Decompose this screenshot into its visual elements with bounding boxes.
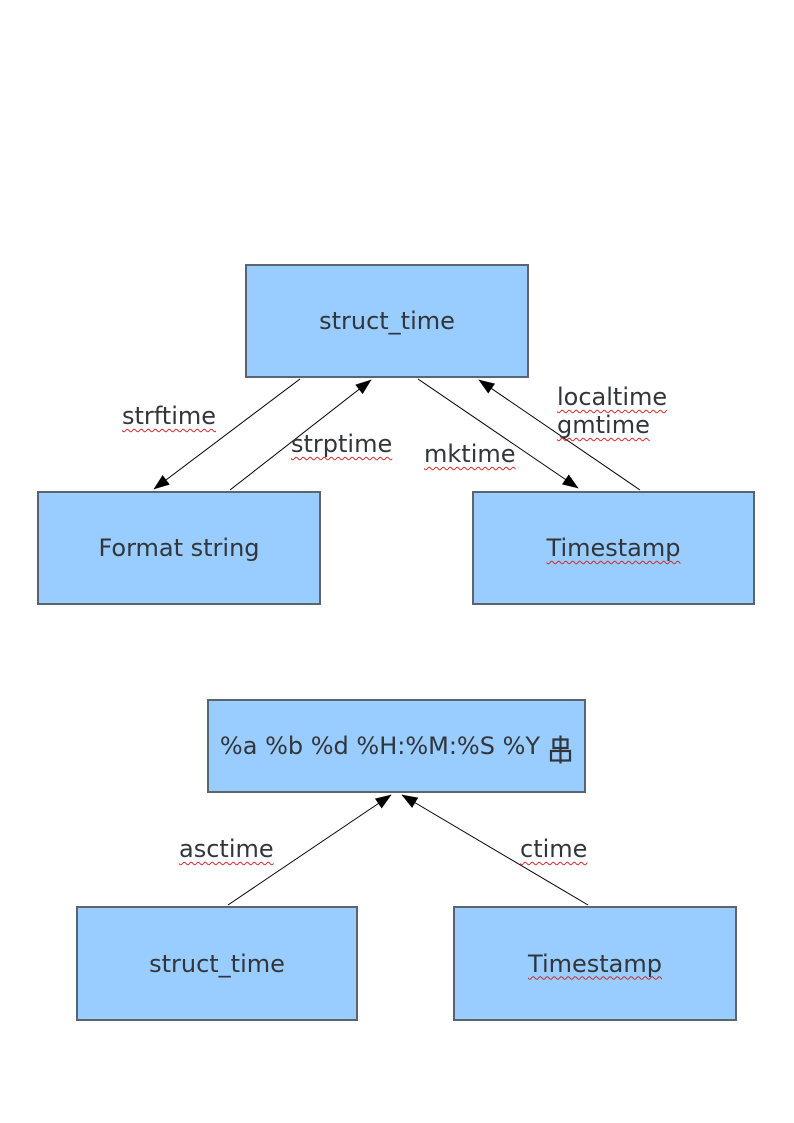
connector-ctime[interactable] [401, 794, 589, 906]
connector-mktime[interactable] [478, 379, 641, 491]
edge-label-strftime[interactable]: strftime [122, 402, 217, 430]
connector-strftime[interactable] [153, 378, 301, 490]
node-struct-time-top[interactable]: struct_time [245, 264, 529, 378]
node-format-string[interactable]: Format string [37, 491, 321, 605]
connector-asctime[interactable] [227, 794, 392, 906]
node-struct-time-bottom[interactable]: struct_time [76, 906, 358, 1021]
edge-label-localtime-gmtime[interactable]: localtime gmtime [557, 383, 667, 439]
edge-label-gmtime: gmtime [557, 411, 650, 439]
edge-label-strptime[interactable]: strptime [291, 430, 393, 458]
node-timestamp-1-label: Timestamp [546, 534, 681, 562]
node-format-string-label: Format string [98, 534, 260, 562]
node-format-pattern-label: %a %b %d %H:%M:%S %Y [219, 732, 541, 760]
node-timestamp-2[interactable]: Timestamp [453, 906, 737, 1021]
connector-strptime[interactable] [229, 379, 372, 491]
cjk-chuan-character-glyph [548, 735, 573, 764]
connector-localtime-gmtime[interactable] [417, 378, 579, 489]
node-struct-time-bottom-label: struct_time [149, 949, 285, 978]
node-struct-time-top-label: struct_time [319, 307, 455, 335]
edge-label-asctime[interactable]: asctime [179, 835, 274, 863]
node-timestamp-1[interactable]: Timestamp [472, 491, 755, 605]
node-timestamp-2-label: Timestamp [528, 949, 662, 978]
node-format-pattern[interactable]: %a %b %d %H:%M:%S %Y [207, 699, 586, 793]
edge-label-localtime: localtime [557, 383, 668, 411]
edge-label-mktime[interactable]: mktime [424, 440, 516, 468]
edge-label-ctime[interactable]: ctime [520, 835, 588, 863]
